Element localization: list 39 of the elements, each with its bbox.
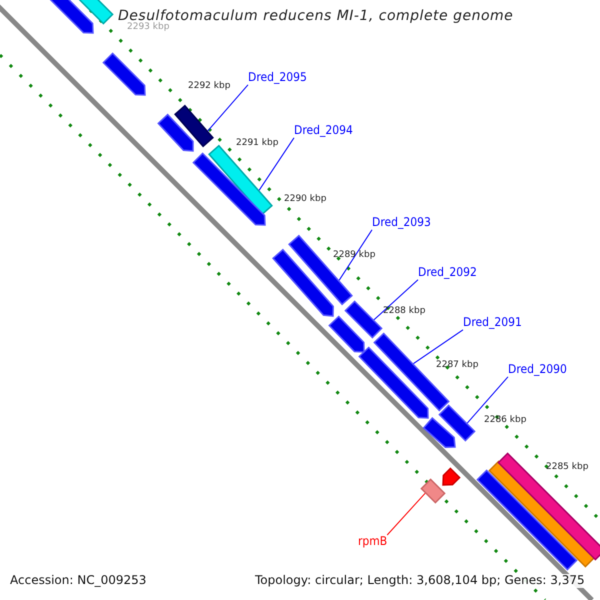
tick-label: 2285 kbp	[546, 462, 588, 472]
gene-bar	[358, 346, 429, 419]
gene-bar	[157, 114, 194, 152]
leader-line	[207, 84, 248, 132]
tick-label: 2287 kbp	[436, 360, 478, 370]
gene-box	[420, 478, 446, 504]
tick-label: 2289 kbp	[333, 250, 376, 260]
gene-bar	[174, 104, 214, 148]
tick-label: 2286 kbp	[484, 415, 526, 426]
accession-text: Accession: NC_009253	[10, 574, 146, 588]
genome-stats-text: Topology: circular; Length: 3,608,104 bp; Genes: 3,375	[255, 574, 585, 588]
gene-bar	[272, 248, 334, 317]
leader-line	[413, 329, 464, 364]
gene-label: Dred_2093	[372, 216, 431, 230]
gene-bar	[476, 469, 578, 571]
gene-bar	[438, 404, 476, 442]
leader-line	[258, 137, 294, 191]
gene-bar	[192, 152, 266, 226]
gene-bar	[442, 467, 461, 486]
gene-bar	[344, 300, 383, 339]
gene-label: Dred_2092	[418, 266, 477, 280]
gene-label: Dred_2095	[248, 71, 307, 85]
gene-label: Dred_2091	[463, 316, 522, 330]
gene-bar	[497, 452, 600, 561]
leader-line	[466, 376, 508, 424]
tick-label: 2293 kbp	[127, 22, 170, 32]
tick-label: 2290 kbp	[284, 194, 326, 204]
gene-bar	[102, 52, 146, 96]
gene-label: rpmB	[358, 535, 388, 549]
gene-bar	[328, 315, 365, 353]
gene-label: Dred_2090	[508, 363, 567, 377]
tick-label: 2292 kbp	[188, 81, 230, 92]
leader-line	[386, 492, 426, 536]
leader-line	[338, 229, 372, 281]
gene-label: Dred_2094	[294, 124, 353, 138]
tick-label: 2288 kbp	[383, 306, 426, 316]
tick-label: 2291 kbp	[236, 138, 278, 148]
gene-bar	[422, 417, 456, 448]
leader-line	[374, 279, 418, 320]
